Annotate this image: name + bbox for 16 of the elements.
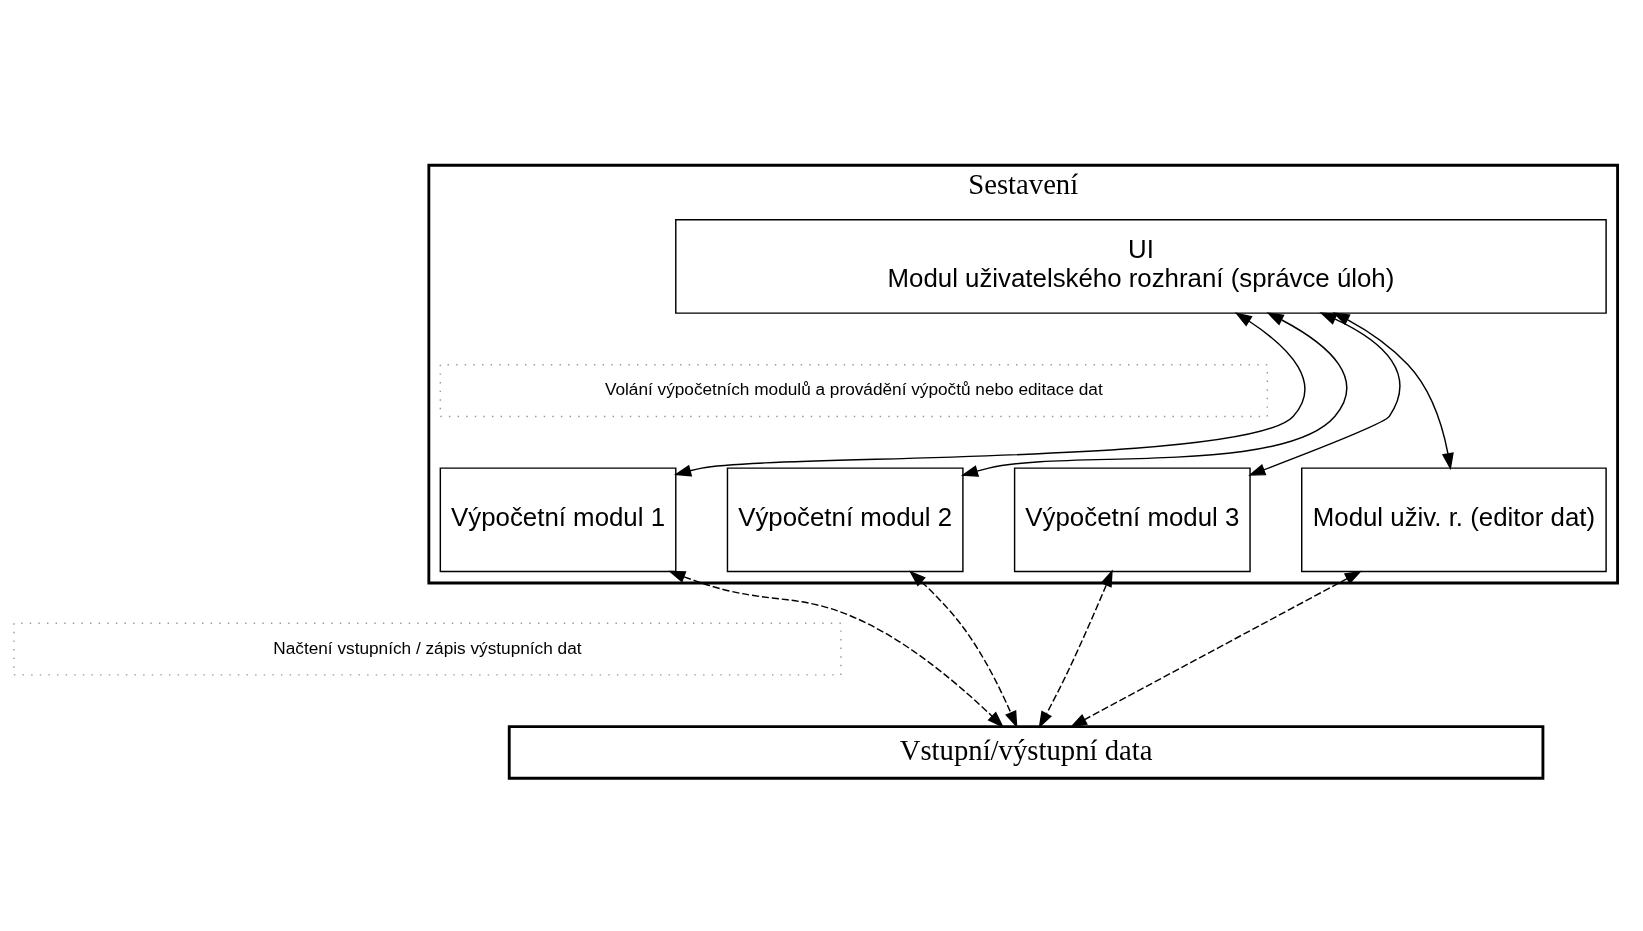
arrow: [1069, 570, 1362, 727]
node-box: UI Modul uživatelského rozhraní (správce úloh): [675, 218, 1607, 314]
arrow: [673, 311, 1306, 476]
node-box: Výpočetní modul 1: [439, 466, 677, 572]
node-box: Modul uživ. r. (editor dat): [1301, 466, 1607, 572]
arrow: [909, 570, 1018, 728]
node-box: Vstupní/výstupní data: [507, 724, 1545, 780]
arrow: [1332, 311, 1454, 470]
node-box: Výpočetní modul 2: [726, 466, 964, 572]
arrow: [1248, 311, 1401, 476]
arrow: [1038, 569, 1113, 728]
node-box: Načtení vstupních / zápis výstupních dat: [13, 622, 842, 676]
node-box: Volání výpočetních modulů a provádění výpočtů nebo editace dat: [439, 363, 1268, 417]
node-box: Výpočetní modul 3: [1013, 466, 1251, 572]
arrow: [668, 570, 1005, 728]
arrow: [960, 311, 1348, 477]
